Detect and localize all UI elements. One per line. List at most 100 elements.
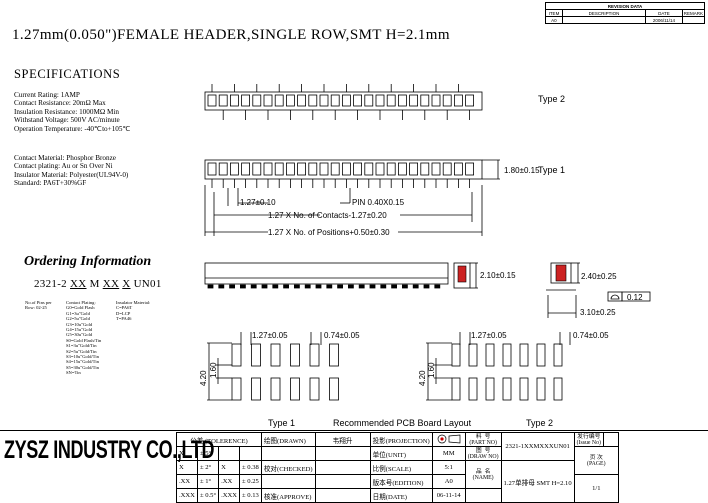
pcb-pad: [485, 343, 495, 367]
contact-slot: [263, 162, 273, 176]
contact-slot: [386, 94, 396, 107]
approve-blank2: [314, 474, 371, 489]
side-pin: [293, 284, 300, 289]
side-pin: [347, 284, 354, 289]
projection-symbol-cell: [431, 432, 466, 447]
contact-slot: [341, 94, 351, 107]
tol-x1-value: ± 2°: [196, 460, 220, 475]
pcb-pad: [519, 377, 529, 401]
tol-xxx2-label: .XXX: [218, 488, 241, 503]
pcb-pad: [451, 343, 461, 367]
contact-slot: [319, 162, 329, 176]
drawn-name: 韦翔升: [314, 432, 371, 447]
rev-row-description: [561, 16, 647, 24]
spec-line: Standard: PA6T+30%GF: [14, 179, 87, 188]
pcb1-pad-width: 0.74±0.05: [324, 331, 360, 340]
part-suffix: UN01: [130, 278, 162, 290]
pcb-pad: [329, 377, 339, 401]
contact-slot: [420, 162, 430, 176]
side-pin: [412, 284, 419, 289]
pcb-pad: [309, 377, 320, 401]
unit-label: 单位(UNIT): [369, 446, 433, 461]
name-value: 1.27单排母 SMT H=2.10: [500, 460, 575, 503]
type2-pins: [211, 84, 471, 120]
name-label: 品 名 (NAME): [464, 460, 502, 489]
dim-positions: 1.27 X No. of Positions+0.50±0.30: [268, 228, 390, 237]
part-seg-insulator: X: [122, 278, 131, 290]
spec-material-list: Contact Material: Phosphor Bronze Contac…: [14, 154, 128, 188]
document-title: 1.27mm(0.050")FEMALE HEADER,SINGLE ROW,S…: [12, 27, 450, 43]
tol-xx2-value: ± 0.25: [239, 474, 262, 489]
spec-line: Contact Material: Phosphor Bronze: [14, 154, 117, 162]
tol-x1b-value: ± 0.38: [239, 460, 262, 475]
part-prefix: 2321-2: [34, 278, 71, 290]
contact-slot: [420, 94, 430, 107]
checked-blank2: [314, 446, 371, 461]
side-pin: [401, 284, 408, 289]
contact-slot: [375, 162, 385, 176]
pcb-layout-type2: [451, 343, 563, 401]
approved-label: 核准(APPROVE): [260, 488, 316, 503]
pcb-pad: [251, 343, 261, 367]
tol-xx-label: .XX: [176, 474, 198, 489]
spec-electrical-list: Current Rating: 1AMP Contact Resistance:…: [14, 91, 131, 133]
contact-slot: [319, 94, 329, 107]
side-view-pins: [207, 284, 441, 289]
issue-value: [602, 432, 619, 447]
tol-xxx-value: ± 0.5°: [196, 488, 220, 503]
approve-blank: [260, 474, 316, 489]
contact-slot: [442, 162, 452, 176]
scale-label: 比例(SCALE): [369, 460, 433, 475]
contact-slot: [409, 94, 419, 107]
side-pin: [283, 284, 290, 289]
ordering-heading: Ordering Information: [24, 254, 152, 269]
pcb-pad: [309, 343, 320, 367]
side-pin: [250, 284, 257, 289]
contact-slot: [297, 94, 307, 107]
checked-blank: [260, 446, 316, 461]
side-pin: [326, 284, 333, 289]
partno-value: 2321-1XXMXXXUN01: [500, 432, 575, 461]
pcb-pad: [270, 377, 281, 401]
label-type2: Type 2: [538, 94, 565, 104]
pcb-title: Recommended PCB Board Layout: [333, 418, 472, 428]
contact-slot: [274, 162, 284, 176]
tol-xx-value: ± 1°: [196, 474, 220, 489]
side-pin: [261, 284, 268, 289]
dim-type2-width: 3.10±0.25: [580, 308, 616, 317]
tol-xxx2-value: ± 0.13: [239, 488, 262, 503]
part-seg-pins: XX: [70, 278, 87, 290]
pcb-pad: [468, 343, 478, 367]
pcb-pad: [502, 343, 512, 367]
pcb-type2-label: Type 2: [526, 418, 553, 428]
side-pin: [218, 284, 225, 289]
contact-slot: [252, 94, 262, 107]
side-pin: [391, 284, 398, 289]
name-label-blank: [464, 488, 502, 503]
pcb-pad: [502, 377, 512, 401]
page-value: 1/1: [573, 474, 619, 503]
titleblock-divider: [0, 430, 708, 431]
rev-row-remark: [681, 16, 706, 24]
type2-housing: [204, 91, 483, 111]
contact-slot: [229, 162, 239, 176]
part-number-pattern: 2321-2 XX M XX X UN01: [34, 278, 162, 290]
end-view-contact: [457, 265, 467, 283]
checked-label: 校对(CHECKED): [260, 460, 316, 475]
side-pin: [358, 284, 365, 289]
pcb-pad: [553, 377, 563, 401]
dim-side-height: 2.10±0.15: [480, 271, 516, 280]
pcb-type1-label: Type 1: [268, 418, 295, 428]
tol-x-label: X.: [176, 446, 198, 461]
side-pin: [380, 284, 387, 289]
type1-pins: [211, 179, 471, 188]
side-pin: [315, 284, 322, 289]
tol-x1b-label: X: [218, 460, 241, 475]
contact-slot: [241, 94, 251, 107]
date-label: 日期(DATE): [369, 488, 433, 503]
label-type1: Type 1: [538, 165, 565, 175]
side-pin: [423, 284, 430, 289]
pcb-pad: [536, 343, 546, 367]
pcb-pad: [519, 343, 529, 367]
pcb-pad: [290, 377, 300, 401]
